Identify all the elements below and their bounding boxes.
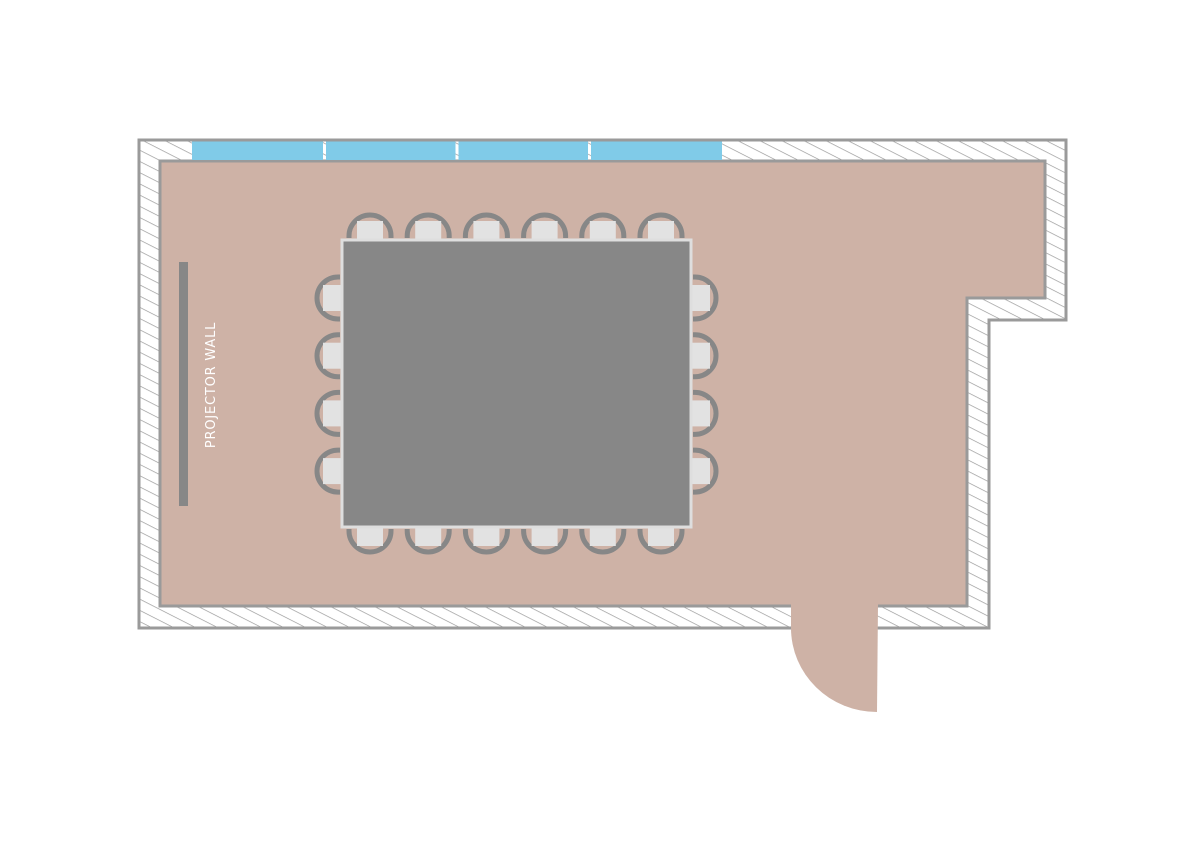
chair-back xyxy=(314,389,340,437)
chair-back xyxy=(462,212,510,238)
chair-back xyxy=(404,212,452,238)
chair xyxy=(637,527,685,555)
chair-back xyxy=(579,212,627,238)
chair-seat xyxy=(323,400,342,427)
chair-seat xyxy=(648,221,674,240)
chair-back xyxy=(579,529,627,555)
chair xyxy=(521,212,569,240)
chair xyxy=(691,332,719,380)
chair xyxy=(314,447,342,495)
chair-seat xyxy=(473,527,500,546)
chair xyxy=(691,274,719,322)
chair xyxy=(637,212,685,240)
chair xyxy=(579,527,627,555)
chair xyxy=(691,389,719,437)
chair-seat xyxy=(531,221,558,240)
chair-back xyxy=(521,529,569,555)
conference-table xyxy=(340,238,693,529)
chair-seat xyxy=(415,527,442,546)
door-swing[interactable] xyxy=(791,604,878,712)
chair-seat xyxy=(589,527,616,546)
chair xyxy=(579,212,627,240)
chair-back xyxy=(404,529,452,555)
chair-back xyxy=(346,529,394,555)
windows xyxy=(192,141,722,162)
chair-back xyxy=(693,447,719,495)
chair-seat xyxy=(691,285,710,311)
outer-wall-outline xyxy=(137,138,1068,630)
chair xyxy=(314,332,342,380)
chair-back xyxy=(693,274,719,322)
window-pane xyxy=(458,141,588,161)
chair xyxy=(462,212,510,240)
chair-back xyxy=(521,212,569,238)
chair-back xyxy=(314,274,340,322)
chair xyxy=(404,527,452,555)
chair-seat xyxy=(323,285,342,311)
chair xyxy=(314,274,342,322)
chair xyxy=(346,527,394,555)
chair xyxy=(521,527,569,555)
chair-back xyxy=(314,447,340,495)
chair-seat xyxy=(691,400,710,427)
chairs xyxy=(314,212,719,555)
chair-back xyxy=(693,332,719,380)
chair-seat xyxy=(473,221,500,240)
chair-back xyxy=(637,529,685,555)
chair xyxy=(691,447,719,495)
walls xyxy=(139,140,1066,628)
chair-seat xyxy=(648,527,674,546)
chair-back xyxy=(346,212,394,238)
chair-seat xyxy=(589,221,616,240)
chair xyxy=(314,389,342,437)
chair xyxy=(346,212,394,240)
chair-back xyxy=(462,529,510,555)
chair-back xyxy=(637,212,685,238)
chair xyxy=(404,212,452,240)
chair-seat xyxy=(531,527,558,546)
chair-seat xyxy=(323,458,342,485)
projector-wall-label: PROJECTOR WALL xyxy=(204,322,219,448)
chair-seat xyxy=(357,221,383,240)
chair xyxy=(462,527,510,555)
chair-back xyxy=(693,389,719,437)
chair-seat xyxy=(415,221,442,240)
chair-back xyxy=(314,332,340,380)
chair-seat xyxy=(691,342,710,369)
chair-seat xyxy=(357,527,383,546)
projector-wall-screen xyxy=(179,262,188,506)
window-pane xyxy=(326,141,456,161)
chair-seat xyxy=(323,342,342,369)
chair-seat xyxy=(691,458,710,485)
window-pane xyxy=(591,141,722,161)
window-pane xyxy=(192,141,323,161)
